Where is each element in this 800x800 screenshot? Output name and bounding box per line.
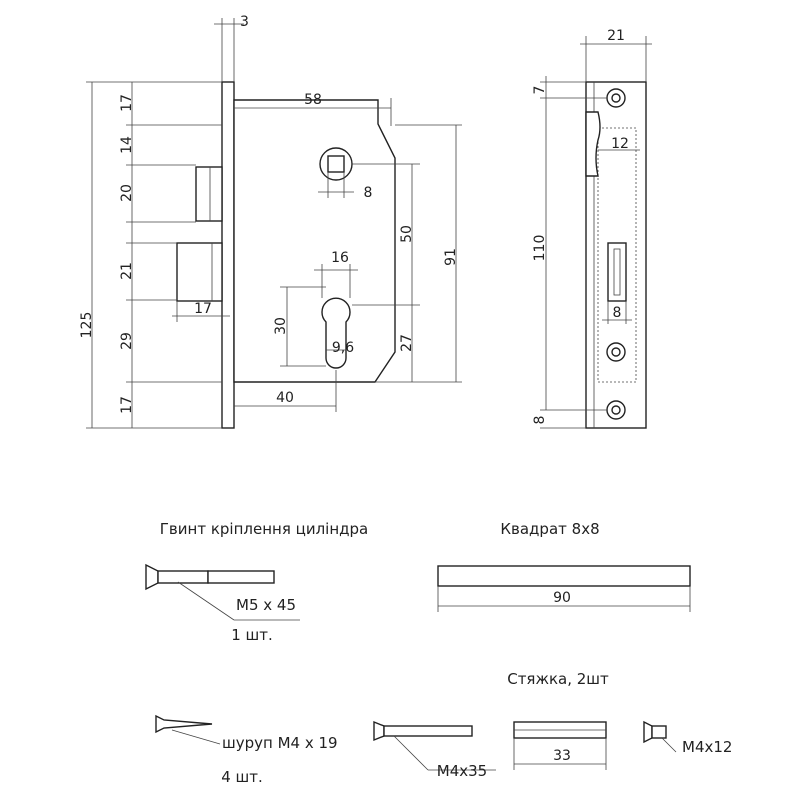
tie-sleeve-length: 33 <box>553 748 571 764</box>
dim-12: 12 <box>611 136 629 152</box>
dim-17-top: 17 <box>119 94 135 112</box>
dim-cylinder-height: 30 <box>273 286 326 367</box>
dim-cylinder-slot: 9,6 <box>326 340 354 356</box>
dim-17-bottom: 17 <box>119 396 135 414</box>
dim-91: 91 <box>443 248 459 266</box>
bolt-slot <box>607 242 627 302</box>
dim-8-bottom: 8 <box>532 416 548 425</box>
dim-cylinder-width: 16 <box>314 250 358 298</box>
dim-40: 40 <box>234 370 337 412</box>
dim-latch: 17 <box>172 301 230 322</box>
dim-8-bolt: 8 <box>613 305 622 321</box>
dim-21-width: 21 <box>607 28 625 44</box>
cylinder-screw-title: Гвинт кріплення циліндра <box>160 520 368 538</box>
tie-bolt <box>373 720 496 771</box>
dim-27: 27 <box>399 334 415 352</box>
dim-3: 3 <box>240 14 249 30</box>
dim-8-square: 8 <box>364 185 373 201</box>
tie-nut-label: M4x12 <box>682 738 732 756</box>
spindle-square-hole <box>327 155 345 173</box>
square-title: Квадрат 8x8 <box>500 520 599 538</box>
right-dimensions: 50 91 27 <box>352 124 462 383</box>
dim-7: 7 <box>532 86 548 95</box>
cylinder-screw-size: M5 x 45 <box>236 596 296 614</box>
square-length: 90 <box>553 590 571 606</box>
side-view: 21 7 110 8 12 8 <box>532 28 652 429</box>
front-view: 17 14 20 21 29 17 125 3 58 8 <box>79 14 462 429</box>
dim-21: 21 <box>119 262 135 280</box>
dim-faceplate-thickness: 3 <box>214 14 249 82</box>
deadbolt <box>195 166 223 222</box>
faceplate <box>221 81 235 429</box>
dim-16: 16 <box>331 250 349 266</box>
wood-screw-label: шуруп M4 x 19 <box>222 734 338 752</box>
square-spindle <box>437 565 691 587</box>
screw-hole-middle <box>606 342 626 362</box>
cylinder-cutout <box>321 297 351 369</box>
dim-backset: 58 <box>234 92 392 126</box>
left-dimension-chain: 17 14 20 21 29 17 125 <box>79 81 222 429</box>
accessories: Гвинт кріплення циліндра M5 x 45 1 шт. К… <box>145 520 732 786</box>
latch-bolt <box>176 242 223 302</box>
tie-nut <box>643 720 677 753</box>
tie-bolt-label: M4x35 <box>437 762 487 780</box>
dim-9-6: 9,6 <box>332 340 354 356</box>
cylinder-screw <box>145 563 300 621</box>
dim-58: 58 <box>304 92 322 108</box>
latch-side <box>585 111 601 177</box>
dim-17-latch: 17 <box>194 301 212 317</box>
dim-125: 125 <box>79 312 95 339</box>
tie-title: Стяжка, 2шт <box>507 670 609 688</box>
wood-screw <box>155 714 221 745</box>
tie-sleeve <box>513 721 607 770</box>
dim-30: 30 <box>273 317 289 335</box>
dim-40-label: 40 <box>276 390 294 406</box>
wood-screw-qty: 4 шт. <box>221 768 263 786</box>
dim-20: 20 <box>119 184 135 202</box>
cylinder-screw-qty: 1 шт. <box>231 626 273 644</box>
dim-50: 50 <box>399 225 415 243</box>
dim-110: 110 <box>532 235 548 262</box>
dim-14: 14 <box>119 136 135 154</box>
dim-29: 29 <box>119 332 135 350</box>
dim-square: 8 <box>318 172 372 201</box>
lock-case <box>233 99 396 383</box>
inner-outline <box>597 127 637 383</box>
